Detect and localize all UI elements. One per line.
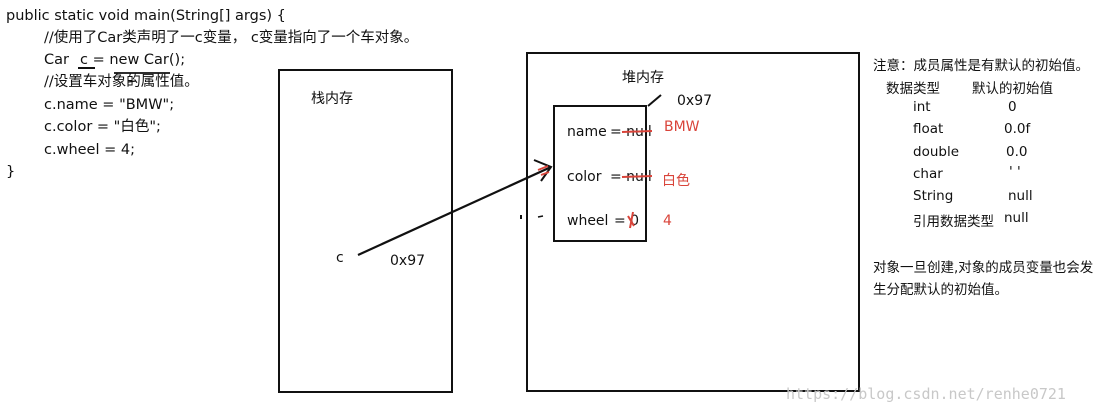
notes-type-float: float <box>913 121 944 137</box>
code-line-8: } <box>6 164 16 180</box>
reference-arrow-line <box>357 165 552 257</box>
car-object-box <box>553 105 647 242</box>
notes-type-char: char <box>913 166 943 182</box>
field-wheel-value: 4 <box>663 213 672 229</box>
tick-mark <box>127 80 137 83</box>
field-color-label: color <box>567 169 602 185</box>
heap-memory-box <box>526 52 860 392</box>
code-line-3-type: Car <box>44 52 69 68</box>
notes-default-reference: null <box>1004 210 1029 226</box>
code-line-4: //设置车对象的属性值。 <box>44 74 199 90</box>
address-pointer-line <box>647 94 662 107</box>
field-name-value: BMW <box>664 119 700 135</box>
reference-arrow-head <box>533 159 553 182</box>
strike-wheel-default <box>627 211 635 229</box>
stray-mark-1 <box>520 215 522 219</box>
strike-color-default <box>621 175 653 178</box>
heap-title: 堆内存 <box>622 70 664 86</box>
field-wheel-label: wheel <box>567 213 609 229</box>
watermark: https://blog.csdn.net/renhe0721 <box>786 385 1066 403</box>
code-line-5: c.name = "BMW"; <box>44 97 175 113</box>
code-line-2: //使用了Car类声明了一c变量， c变量指向了一个车对象。 <box>44 30 419 46</box>
field-color-value: 白色 <box>662 173 690 189</box>
notes-default-char: ' ' <box>1009 164 1021 180</box>
notes-summary-line2: 生分配默认的初始值。 <box>873 282 1008 298</box>
notes-default-double: 0.0 <box>1006 144 1028 160</box>
notes-default-string: null <box>1008 188 1033 204</box>
notes-col-type: 数据类型 <box>886 81 940 97</box>
stack-title: 栈内存 <box>311 91 353 107</box>
stray-mark-2 <box>537 215 544 218</box>
notes-title: 注意：成员属性是有默认的初始值。 <box>873 58 1089 74</box>
stack-memory-box <box>278 69 453 393</box>
stack-var-value: 0x97 <box>390 253 426 269</box>
notes-default-float: 0.0f <box>1004 121 1031 137</box>
code-line-6: c.color = "白色"; <box>44 119 161 135</box>
stack-var-name: c <box>336 250 344 266</box>
code-line-7: c.wheel = 4; <box>44 142 135 158</box>
heap-address: 0x97 <box>677 93 713 109</box>
notes-type-reference: 引用数据类型 <box>913 214 994 230</box>
notes-summary-line1: 对象一旦创建,对象的成员变量也会发 <box>873 260 1094 276</box>
red-arrow-mark <box>537 165 550 176</box>
notes-col-default: 默认的初始值 <box>972 81 1053 97</box>
strike-name-default <box>621 130 653 133</box>
field-name-label: name <box>567 124 607 140</box>
notes-type-int: int <box>913 99 931 115</box>
notes-type-string: String <box>913 188 954 204</box>
notes-default-int: 0 <box>1008 99 1017 115</box>
code-line-3-expr: c = new Car(); <box>80 52 186 68</box>
code-line-1: public static void main(String[] args) { <box>6 8 286 24</box>
notes-type-double: double <box>913 144 960 160</box>
